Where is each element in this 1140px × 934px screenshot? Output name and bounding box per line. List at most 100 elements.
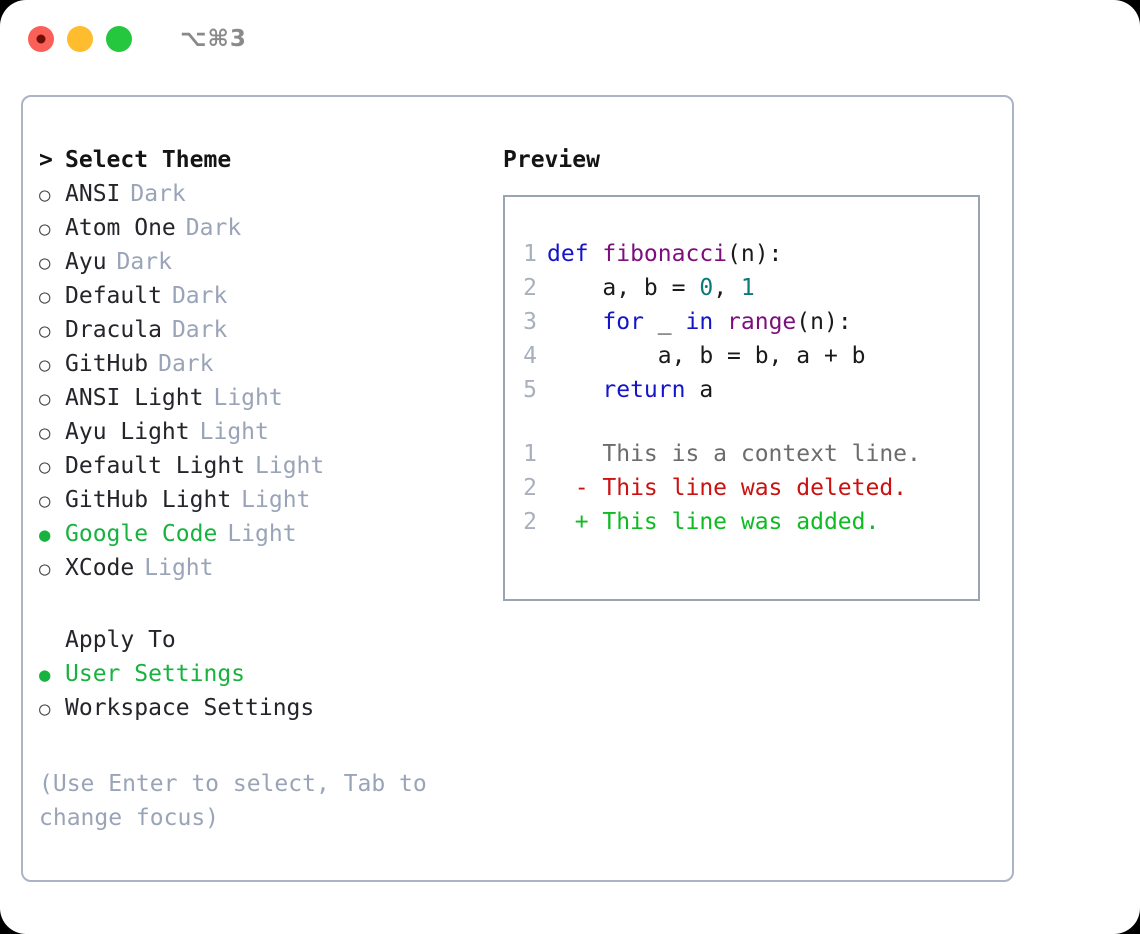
radio-unselected-icon[interactable]: ○ [39,388,51,410]
code-token-plain [547,309,602,335]
radio-unselected-icon[interactable]: ○ [39,320,51,342]
code-token-plain: (n): [727,241,783,267]
code-line: 3 for _ in range(n): [505,309,978,343]
theme-name: GitHub [65,351,149,377]
apply-to-label: Workspace Settings [65,695,315,721]
code-token-plain: (n): [796,309,852,335]
theme-list-item[interactable]: ○ Ayu Dark [39,249,509,283]
radio-unselected-icon[interactable]: ○ [39,422,51,444]
diff-line-number: 1 [523,441,537,467]
code-token-plain [713,309,727,335]
title-bar: ⌥⌘3 [0,0,1140,78]
code-token-plain [547,377,602,403]
theme-name: Dracula [65,317,162,343]
theme-variant-tag: Dark [185,215,242,241]
radio-unselected-icon[interactable]: ○ [39,184,51,206]
radio-unselected-icon[interactable]: ○ [39,558,51,580]
theme-list-item[interactable]: ○ GitHub Dark [39,351,509,385]
code-line-content: a, b = 0, 1 [547,275,755,301]
diff-line-content: - This line was deleted. [547,475,908,501]
theme-list-item[interactable]: ○ Dracula Dark [39,317,509,351]
diff-line-number: 2 [523,475,537,501]
diff-line: 1 This is a context line. [505,441,978,475]
theme-variant-tag: Light [213,385,283,411]
code-line-content: def fibonacci(n): [547,241,782,267]
diff-line-content: + This line was added. [547,509,880,535]
theme-variant-tag: Light [144,555,214,581]
code-line-content: return a [547,377,713,403]
code-token-num: 1 [740,275,755,301]
apply-to-list: ● User Settings ○ Workspace Settings [39,661,509,729]
code-token-kw: in [685,309,714,335]
window-controls [28,26,132,52]
code-token-kw: for [602,309,644,335]
code-line-content: a, b = b, a + b [547,343,866,369]
radio-unselected-icon[interactable]: ○ [39,286,51,308]
code-line: 5 return a [505,377,978,411]
theme-name: Atom One [65,215,176,241]
theme-list-item[interactable]: ○ XCode Light [39,555,509,589]
code-token-kw: def [547,241,603,267]
theme-variant-tag: Dark [116,249,172,275]
radio-unselected-icon[interactable]: ○ [39,218,51,240]
code-line: 1 def fibonacci(n): [505,241,978,275]
radio-unselected-icon[interactable]: ○ [39,698,51,720]
apply-to-header: ○ Apply To [39,627,509,661]
theme-variant-tag: Dark [158,351,214,377]
apply-to-item[interactable]: ○ Workspace Settings [39,695,509,729]
keyboard-shortcut-label: ⌥⌘3 [180,26,247,52]
close-button[interactable] [28,26,54,52]
keyboard-hint-text: (Use Enter to select, Tab to change focu… [39,771,427,831]
theme-name: XCode [65,555,135,581]
theme-list-item[interactable]: ○ Default Dark [39,283,509,317]
code-line: 2 a, b = 0, 1 [505,275,978,309]
line-number: 3 [523,309,537,335]
diff-line: 2 - This line was deleted. [505,475,978,509]
theme-name: Ayu [65,249,107,275]
theme-list-item[interactable]: ● Google Code Light [39,521,509,555]
theme-variant-tag: Dark [171,317,228,343]
code-token-plain: a, b = [547,275,700,301]
theme-list-item[interactable]: ○ Atom One Dark [39,215,509,249]
radio-unselected-icon[interactable]: ○ [39,354,51,376]
apply-to-item[interactable]: ● User Settings [39,661,509,695]
code-line-content: for _ in range(n): [547,309,852,335]
theme-name: ANSI [65,181,121,207]
theme-name: Default [65,283,162,309]
radio-unselected-icon[interactable]: ○ [39,456,51,478]
code-token-num: 0 [699,275,714,301]
code-token-plain: a, b = b, a + b [547,343,866,369]
spacer-marker: ○ [39,629,65,652]
select-theme-header: > Select Theme [39,147,509,181]
theme-variant-tag: Light [227,521,297,547]
theme-variant-tag: Dark [171,283,228,309]
code-token-plain: , [713,275,741,301]
radio-unselected-icon[interactable]: ○ [39,252,51,274]
maximize-button[interactable] [106,26,132,52]
diff-line: 2 + This line was added. [505,509,978,543]
line-number: 1 [523,241,537,267]
radio-selected-icon[interactable]: ● [39,664,51,686]
line-number: 2 [523,275,537,301]
diff-line-number: 2 [523,509,537,535]
caret-icon: > [39,147,53,173]
radio-selected-icon[interactable]: ● [39,524,51,546]
code-token-fn: fibonacci [602,241,728,267]
apply-to-label: User Settings [65,661,246,687]
code-token-plain: a [685,377,714,403]
theme-name: Default Light [65,453,246,479]
minimize-button[interactable] [67,26,93,52]
theme-name: Google Code [65,521,218,547]
preview-title: Preview [503,147,600,173]
radio-unselected-icon[interactable]: ○ [39,490,51,512]
